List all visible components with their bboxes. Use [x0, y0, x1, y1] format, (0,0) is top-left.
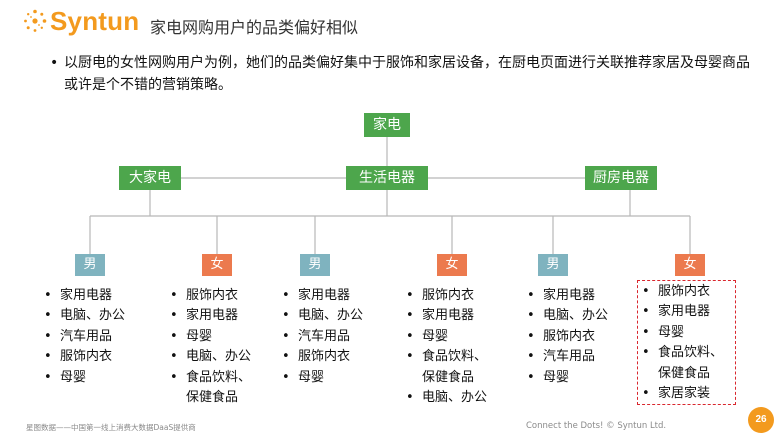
list-item: •服饰内衣	[170, 286, 260, 306]
gender-node-male: 男	[538, 254, 568, 276]
category-list: •家用电器 •电脑、办公 •汽车用品 •服饰内衣 •母婴	[44, 286, 144, 388]
gender-node-male: 男	[300, 254, 330, 276]
list-item: •服饰内衣	[642, 282, 732, 302]
list-item: •电脑、办公	[170, 347, 260, 367]
list-item: •食品饮料、保健食品	[170, 368, 260, 409]
list-item: •汽车用品	[44, 327, 144, 347]
list-item: •家居家装	[642, 384, 732, 404]
gender-node-female: 女	[202, 254, 232, 276]
category-list: •服饰内衣 •家用电器 •母婴 •电脑、办公 •食品饮料、保健食品	[170, 286, 260, 408]
category-label: 母婴	[186, 328, 213, 344]
list-item: •家用电器	[170, 306, 260, 326]
tree-node-small-appliances: 生活电器	[346, 166, 428, 190]
list-item: •电脑、办公	[44, 306, 144, 326]
bullet-icon: •	[50, 55, 59, 71]
list-item: •家用电器	[406, 306, 496, 326]
category-label: 家用电器	[186, 308, 239, 324]
category-label: 家用电器	[298, 288, 351, 303]
category-label: 家用电器	[60, 288, 113, 303]
category-label: 家用电器	[422, 308, 475, 324]
list-item: •食品饮料、保健食品	[642, 343, 732, 384]
summary-text: 以厨电的女性网购用户为例，她们的品类偏好集中于服饰和家居设备，在厨电页面进行关联…	[64, 55, 750, 93]
category-label: 汽车用品	[60, 328, 113, 344]
list-item: •家用电器	[282, 286, 382, 306]
category-label: 食品饮料、保健食品	[422, 349, 488, 385]
highlight-box	[637, 280, 736, 405]
category-label: 汽车用品	[543, 349, 596, 365]
category-list-highlighted: •服饰内衣 •家用电器 •母婴 •食品饮料、保健食品 •家居家装	[642, 282, 732, 404]
category-label: 母婴	[422, 328, 449, 344]
list-item: •家用电器	[527, 286, 627, 306]
category-label: 母婴	[60, 369, 87, 385]
tree-root-node: 家电	[364, 113, 410, 137]
category-label: 电脑、办公	[60, 308, 126, 324]
list-item: •母婴	[642, 323, 732, 343]
list-item: •服饰内衣	[406, 286, 496, 306]
category-label: 电脑、办公	[422, 390, 488, 406]
list-item: •家用电器	[44, 286, 144, 306]
category-list: •家用电器 •电脑、办公 •汽车用品 •服饰内衣 •母婴	[282, 286, 382, 388]
list-item: •母婴	[170, 327, 260, 347]
syntun-logo: Syntun	[22, 8, 139, 34]
category-label: 服饰内衣	[298, 349, 351, 365]
list-item: •电脑、办公	[282, 306, 382, 326]
category-label: 电脑、办公	[186, 349, 252, 365]
summary-paragraph: • 以厨电的女性网购用户为例，她们的品类偏好集中于服饰和家居设备，在厨电页面进行…	[50, 52, 754, 96]
tree-node-major-appliances: 大家电	[119, 166, 181, 190]
category-label: 电脑、办公	[543, 308, 609, 324]
category-label: 母婴	[298, 369, 325, 385]
list-item: •汽车用品	[282, 327, 382, 347]
list-item: •服饰内衣	[282, 347, 382, 367]
list-item: •母婴	[282, 368, 382, 388]
tree-node-kitchen-appliances: 厨房电器	[585, 166, 657, 190]
page-title: 家电网购用户的品类偏好相似	[150, 18, 359, 37]
list-item: •食品饮料、保健食品	[406, 347, 496, 388]
category-label: 服饰内衣	[186, 288, 239, 303]
list-item: •母婴	[44, 368, 144, 388]
gender-node-female: 女	[675, 254, 705, 276]
list-item: •家用电器	[642, 302, 732, 322]
category-label: 家用电器	[658, 304, 711, 320]
category-label: 电脑、办公	[298, 308, 364, 324]
list-item: •母婴	[406, 327, 496, 347]
list-item: •电脑、办公	[527, 306, 627, 326]
page-number-badge: 26	[748, 407, 774, 433]
footer-company-tagline: 星图数据——中国第一线上消费大数据DaaS提供商	[26, 423, 196, 432]
category-label: 家用电器	[543, 288, 596, 303]
list-item: •服饰内衣	[44, 347, 144, 367]
category-label: 母婴	[543, 369, 570, 385]
list-item: •汽车用品	[527, 347, 627, 367]
sparkle-logo-icon	[24, 9, 47, 32]
category-label: 母婴	[658, 324, 685, 340]
list-item: •电脑、办公	[406, 388, 496, 408]
list-item: •母婴	[527, 368, 627, 388]
footer-copyright: Connect the Dots! © Syntun Ltd.	[526, 421, 667, 431]
category-label: 食品饮料、保健食品	[186, 369, 252, 406]
list-item: •服饰内衣	[527, 327, 627, 347]
category-label: 家居家装	[658, 386, 711, 402]
category-label: 汽车用品	[298, 328, 351, 344]
category-label: 服饰内衣	[543, 328, 596, 344]
category-label: 服饰内衣	[422, 288, 475, 303]
gender-node-female: 女	[437, 254, 467, 276]
category-label: 食品饮料、保健食品	[658, 345, 724, 381]
category-label: 服饰内衣	[658, 284, 711, 299]
logo-wordmark: Syntun	[50, 6, 140, 36]
category-list: •家用电器 •电脑、办公 •服饰内衣 •汽车用品 •母婴	[527, 286, 627, 388]
gender-node-male: 男	[75, 254, 105, 276]
category-list: •服饰内衣 •家用电器 •母婴 •食品饮料、保健食品 •电脑、办公	[406, 286, 496, 408]
category-label: 服饰内衣	[60, 349, 113, 365]
